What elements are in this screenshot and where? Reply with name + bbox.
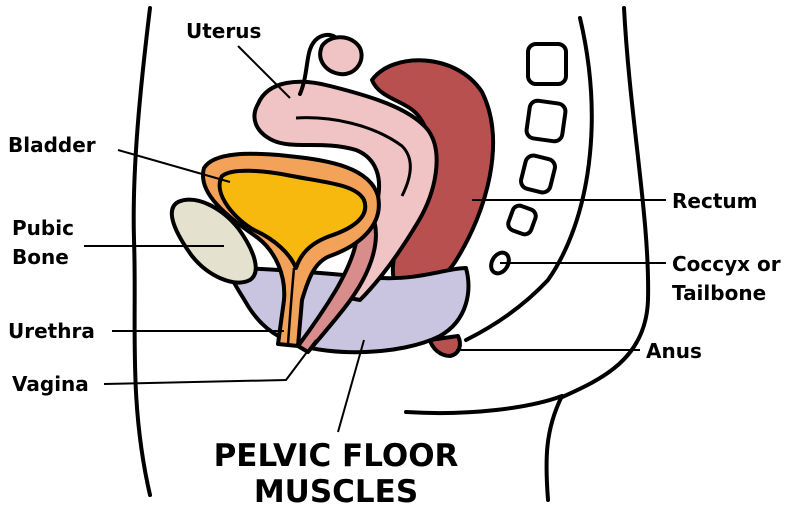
label-rectum: Rectum	[672, 189, 757, 213]
title-line-1: PELVIC FLOOR	[214, 438, 459, 474]
label-anus: Anus	[646, 339, 702, 363]
vertebra-4	[506, 204, 537, 237]
body-front-contour	[134, 8, 150, 495]
body-back-contour	[560, 8, 648, 398]
label-pubic-bone-line1: Pubic	[12, 216, 74, 240]
label-vagina: Vagina	[12, 372, 89, 396]
ovary-shape	[320, 37, 361, 74]
label-pubic-bone-line2: Bone	[12, 245, 69, 269]
label-uterus: Uterus	[186, 19, 261, 43]
leader-uterus	[238, 46, 290, 98]
label-bladder: Bladder	[8, 133, 96, 157]
label-urethra: Urethra	[8, 319, 95, 343]
label-coccyx-line1: Coccyx or	[672, 252, 781, 276]
label-coccyx-line2: Tailbone	[672, 281, 766, 305]
vertebra-1	[528, 44, 566, 84]
title-line-2: MUSCLES	[254, 474, 418, 509]
vertebra-2	[526, 100, 567, 143]
vertebra-3	[519, 154, 556, 194]
